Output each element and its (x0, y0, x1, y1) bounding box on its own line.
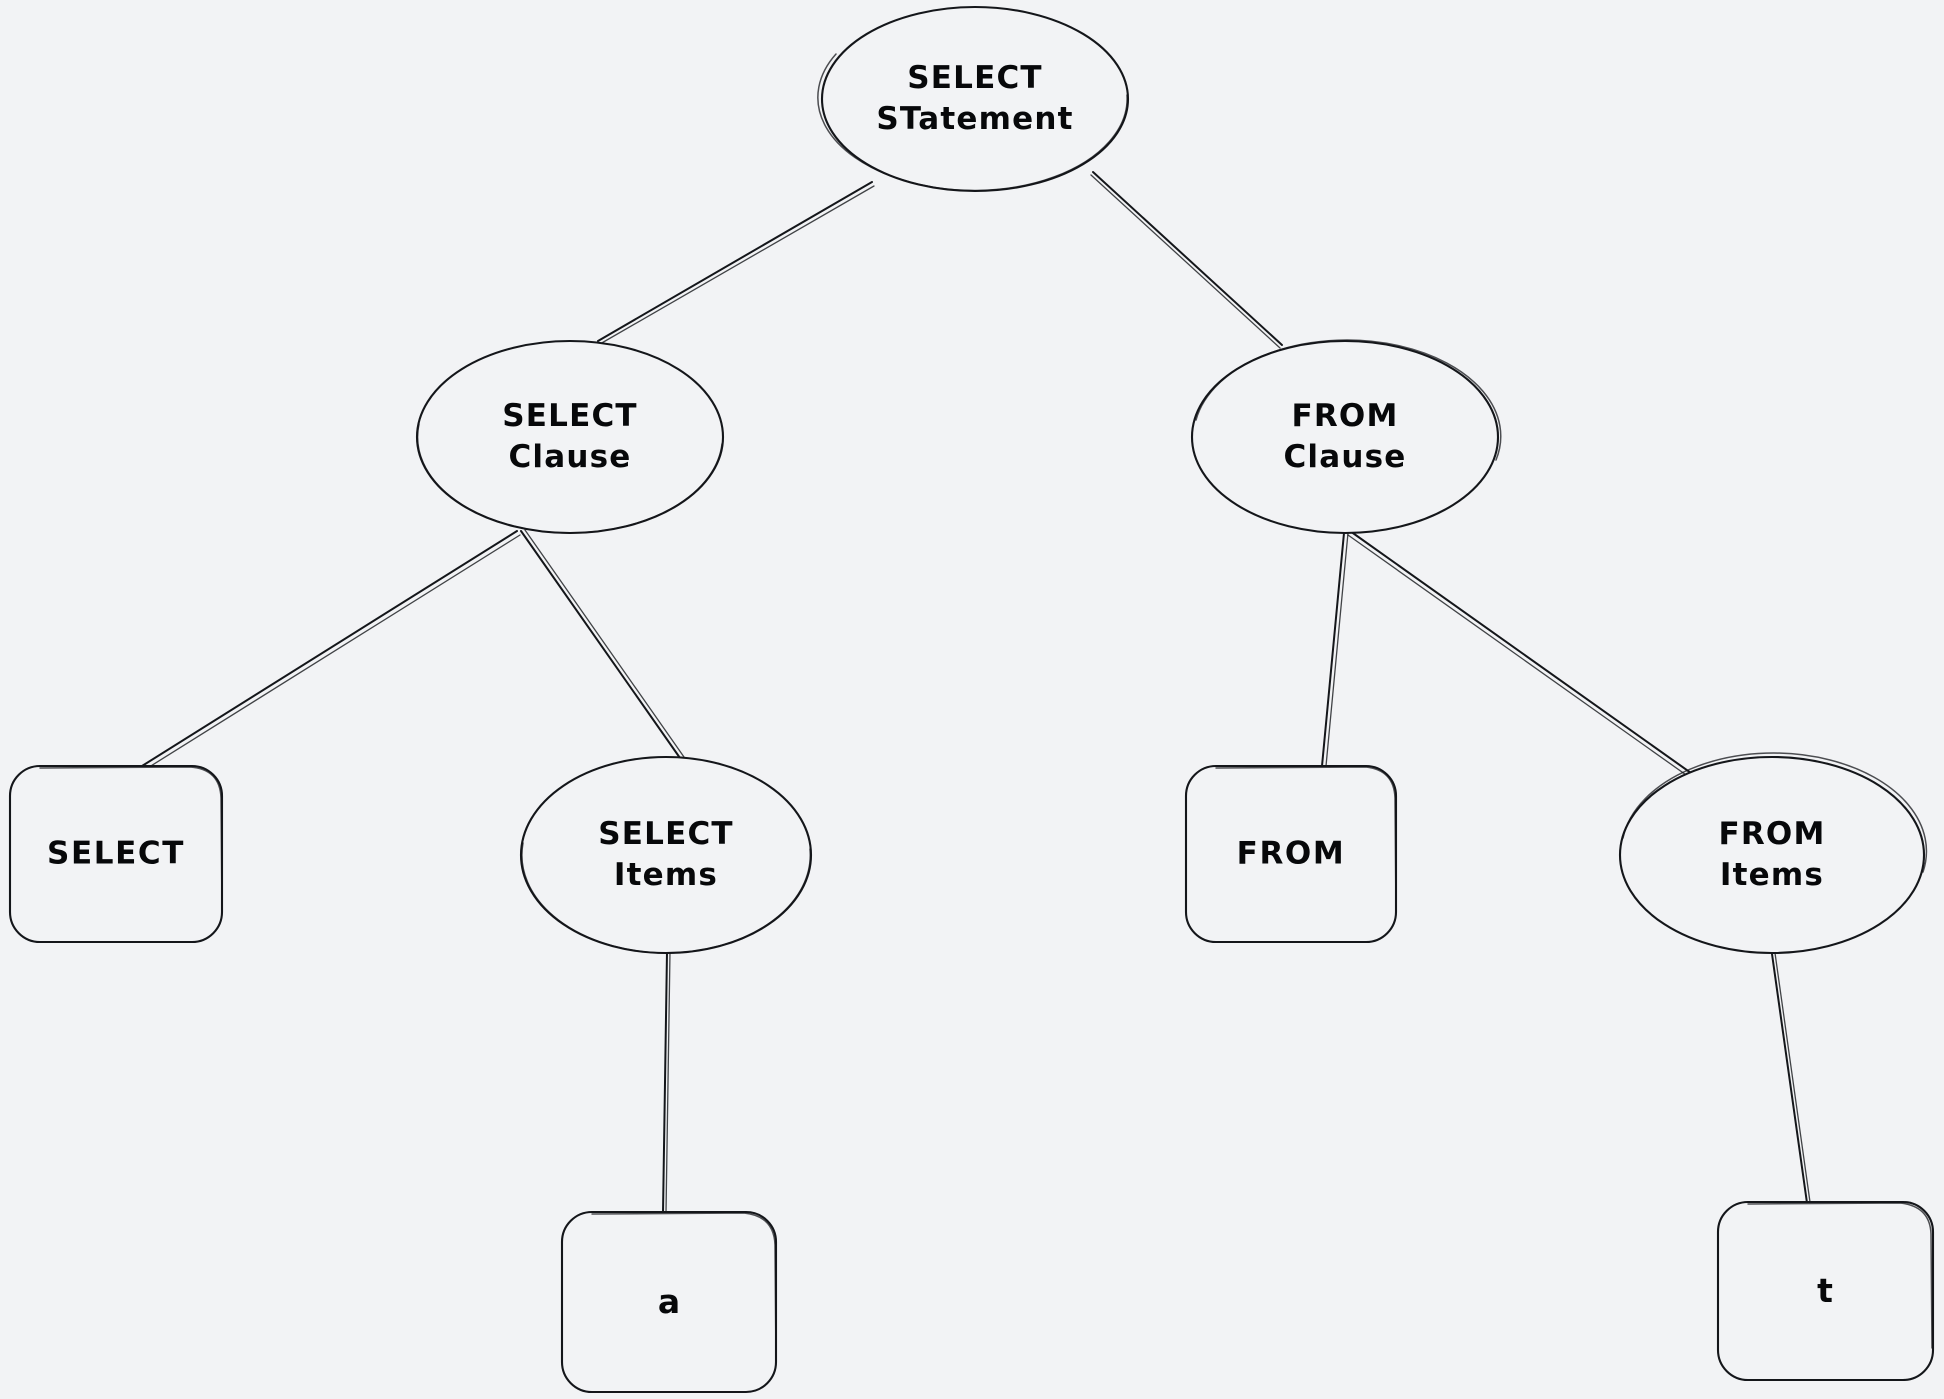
edge-select-statement-to-from-clause (1090, 171, 1283, 349)
node-select-items[interactable] (519, 755, 813, 955)
node-from-clause[interactable] (1190, 339, 1502, 535)
node-select-clause[interactable] (415, 339, 725, 535)
node-from-terminal[interactable] (1184, 764, 1398, 944)
edge-from-items-to-table-t (1771, 952, 1811, 1204)
node-table-t[interactable] (1716, 1200, 1935, 1382)
edge-select-clause-to-select-items (520, 529, 685, 759)
edge-select-statement-to-select-clause (597, 181, 875, 345)
edge-from-clause-to-from-terminal (1321, 532, 1349, 767)
node-layer (8, 5, 1935, 1394)
edge-select-clause-to-select-terminal (141, 530, 521, 770)
edge-select-items-to-column-a (662, 951, 671, 1214)
node-column-a[interactable] (560, 1210, 778, 1394)
edge-from-clause-to-from-items (1347, 530, 1723, 800)
node-select-statement[interactable] (817, 5, 1130, 193)
node-select-terminal[interactable] (8, 764, 224, 944)
node-from-items[interactable] (1618, 752, 1928, 955)
edge-layer (141, 171, 1811, 1214)
